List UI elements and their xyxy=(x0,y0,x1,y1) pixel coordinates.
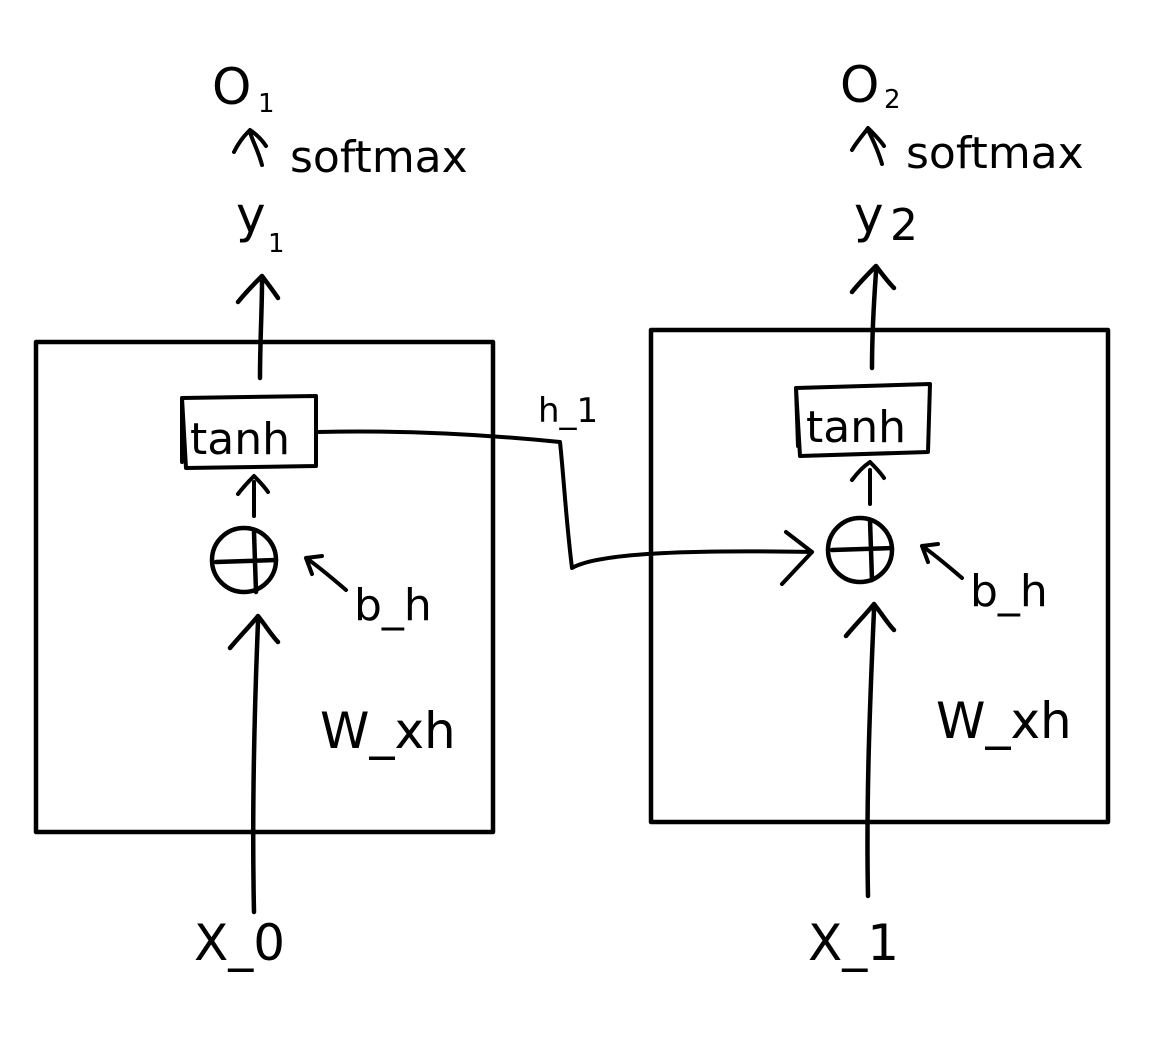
cell-2-tanh-label: tanh xyxy=(806,402,906,453)
cell-1-output-label: O xyxy=(212,58,251,116)
cell-2-input-label: X_1 xyxy=(808,914,899,972)
cell-1-output-subscript: 1 xyxy=(258,89,275,119)
cell-2-tanh-to-y-arrow xyxy=(849,263,897,371)
cell-2-softmax-arrow xyxy=(850,126,886,166)
cell-2-output-label: O xyxy=(840,56,879,114)
cell-1-box xyxy=(33,339,496,835)
cell-1-tanh-label: tanh xyxy=(190,414,290,465)
cell-2-bias-arrow xyxy=(920,542,964,580)
cell-2-plus-to-tanh-arrow xyxy=(850,460,886,506)
cell-2-softmax-label: softmax xyxy=(906,128,1084,179)
cell-2-weight-label: W_xh xyxy=(936,692,1072,750)
cell-2-y-label: y xyxy=(854,186,884,244)
cell-1-input-label: X_0 xyxy=(194,914,285,972)
cell-1-plus-to-tanh-arrow xyxy=(236,474,270,518)
rnn-cell-1: O 1 softmax y 1 tanh b_h W_xh X_0 xyxy=(33,58,496,972)
cell-1-bias-arrow xyxy=(304,554,348,592)
cell-1-bias-label: b_h xyxy=(354,580,432,631)
cell-2-input-arrow xyxy=(843,601,897,899)
cell-1-input-arrow xyxy=(227,613,281,915)
cell-1-y-label: y xyxy=(236,186,266,244)
recurrent-connection: h_1 xyxy=(316,391,814,586)
cell-1-tanh-box xyxy=(180,394,318,470)
cell-2-sum-node xyxy=(825,515,895,585)
cell-1-softmax-label: softmax xyxy=(290,132,468,183)
recurrent-label: h_1 xyxy=(538,391,598,431)
cell-1-sum-node xyxy=(209,525,279,595)
cell-1-softmax-arrow xyxy=(232,128,268,167)
cell-2-bias-label: b_h xyxy=(970,566,1048,617)
cell-2-box xyxy=(648,327,1111,825)
cell-2-tanh-box xyxy=(794,382,932,458)
cell-1-tanh-to-y-arrow xyxy=(235,273,281,381)
recurrent-arrow xyxy=(316,429,814,586)
cell-2-output-subscript: 2 xyxy=(884,85,901,115)
cell-1-y-subscript: 1 xyxy=(268,229,285,259)
cell-1-weight-label: W_xh xyxy=(320,702,456,760)
rnn-cell-2: O 2 softmax y 2 tanh b_h W_xh X_1 xyxy=(648,56,1111,972)
cell-2-y-subscript: 2 xyxy=(890,200,918,251)
